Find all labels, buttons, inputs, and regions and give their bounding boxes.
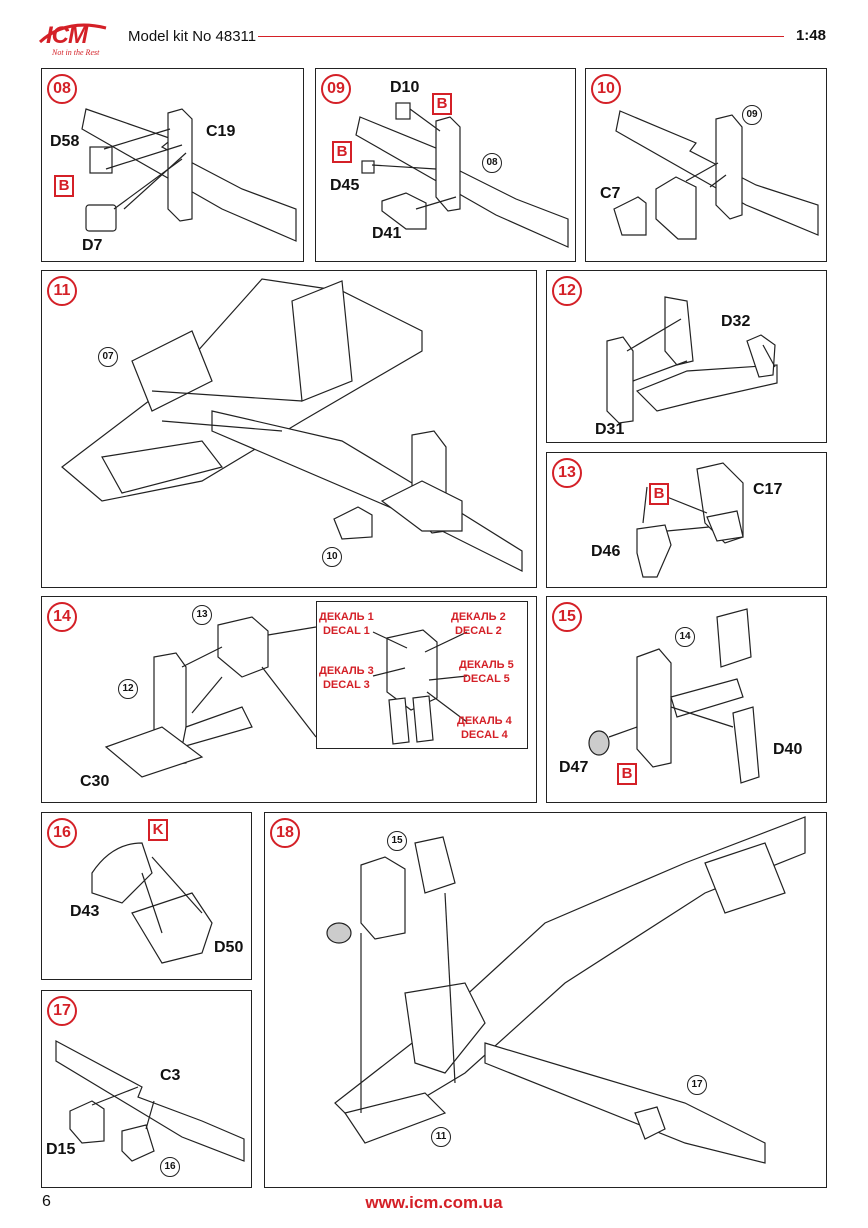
- step-15-drawing: [588, 608, 760, 784]
- step-number: 10: [591, 74, 621, 104]
- step-15-panel: 15 14 D40 D47 B: [546, 596, 827, 803]
- website-link[interactable]: www.icm.com.ua: [365, 1193, 503, 1212]
- step-11-panel: 11 07 10: [41, 270, 537, 588]
- kit-title: Model kit No 48311: [128, 28, 257, 45]
- step-reference: 10: [322, 547, 342, 567]
- step-number: 15: [552, 602, 582, 632]
- step-number: 16: [47, 818, 77, 848]
- icm-logo: ICM Not in the Rest: [36, 22, 118, 60]
- step-10-drawing: [613, 110, 819, 240]
- part-label: C17: [753, 481, 783, 498]
- step-number: 14: [47, 602, 77, 632]
- step-12-drawing: [606, 296, 778, 424]
- step-09-panel: 09 D10 D45 D41 B B 08: [315, 68, 576, 262]
- step-18-panel: 18 15 11 17: [264, 812, 827, 1188]
- paint-tag: B: [649, 483, 669, 505]
- step-number: 11: [47, 276, 77, 306]
- step-reference: 17: [687, 1075, 707, 1095]
- logo-swoosh-icon: [38, 23, 107, 44]
- step-reference: 08: [482, 153, 502, 173]
- part-label: D31: [595, 421, 625, 438]
- logo-tagline: Not in the Rest: [52, 48, 100, 57]
- logo-wordmark: ICM: [46, 22, 88, 49]
- paint-tag: B: [432, 93, 452, 115]
- step-reference: 12: [118, 679, 138, 699]
- paint-tag: K: [148, 819, 168, 841]
- step-09-drawing: [355, 102, 569, 248]
- step-13-panel: 13 C17 D46 B: [546, 452, 827, 588]
- page-header: ICM Not in the Rest Model kit No 48311 1…: [0, 0, 868, 62]
- part-label: C30: [80, 773, 110, 790]
- step-17-panel: 17 C3 D15 16: [41, 990, 252, 1188]
- step-number: 09: [321, 74, 351, 104]
- paint-tag: B: [54, 175, 74, 197]
- step-12-panel: 12 D32 D31: [546, 270, 827, 443]
- step-number: 13: [552, 458, 582, 488]
- paint-tag: B: [617, 763, 637, 785]
- part-label: D58: [50, 133, 80, 150]
- part-label: D45: [330, 177, 360, 194]
- part-label: D41: [372, 225, 402, 242]
- step-10-panel: 10 C7 09: [585, 68, 827, 262]
- page-number: 6: [42, 1193, 51, 1210]
- part-label: D40: [773, 741, 803, 758]
- step-reference: 07: [98, 347, 118, 367]
- part-label: D15: [46, 1141, 76, 1158]
- header-rule: [258, 36, 784, 37]
- part-label: C19: [206, 123, 236, 140]
- step-reference: 09: [742, 105, 762, 125]
- paint-tag: B: [332, 141, 352, 163]
- part-label: D10: [390, 79, 420, 96]
- step-08-drawing: [81, 108, 297, 242]
- step-number: 18: [270, 818, 300, 848]
- step-reference: 15: [387, 831, 407, 851]
- part-label: D7: [82, 237, 103, 254]
- step-11-drawing: [61, 278, 523, 572]
- part-label: D46: [591, 543, 621, 560]
- part-label: D47: [559, 759, 589, 776]
- decal-inset-drawing: [372, 629, 468, 745]
- scale-label: 1:48: [795, 27, 826, 44]
- step-number: 17: [47, 996, 77, 1026]
- step-14-drawing: [104, 616, 317, 778]
- step-reference: 16: [160, 1157, 180, 1177]
- step-number: 08: [47, 74, 77, 104]
- step-17-drawing: [55, 1039, 245, 1162]
- step-reference: 13: [192, 605, 212, 625]
- step-number: 12: [552, 276, 582, 306]
- part-label: D32: [721, 313, 751, 330]
- part-label: C3: [160, 1067, 181, 1084]
- step-16-drawing: [91, 842, 213, 964]
- part-label: D50: [214, 939, 244, 956]
- part-label: D43: [70, 903, 100, 920]
- step-reference: 11: [431, 1127, 451, 1147]
- step-18-drawing: [326, 816, 806, 1164]
- step-reference: 14: [675, 627, 695, 647]
- part-label: C7: [600, 185, 621, 202]
- step-16-panel: 16 K D43 D50: [41, 812, 252, 980]
- step-08-panel: 08 D58 C19 D7 B: [41, 68, 304, 262]
- step-13-drawing: [636, 462, 744, 578]
